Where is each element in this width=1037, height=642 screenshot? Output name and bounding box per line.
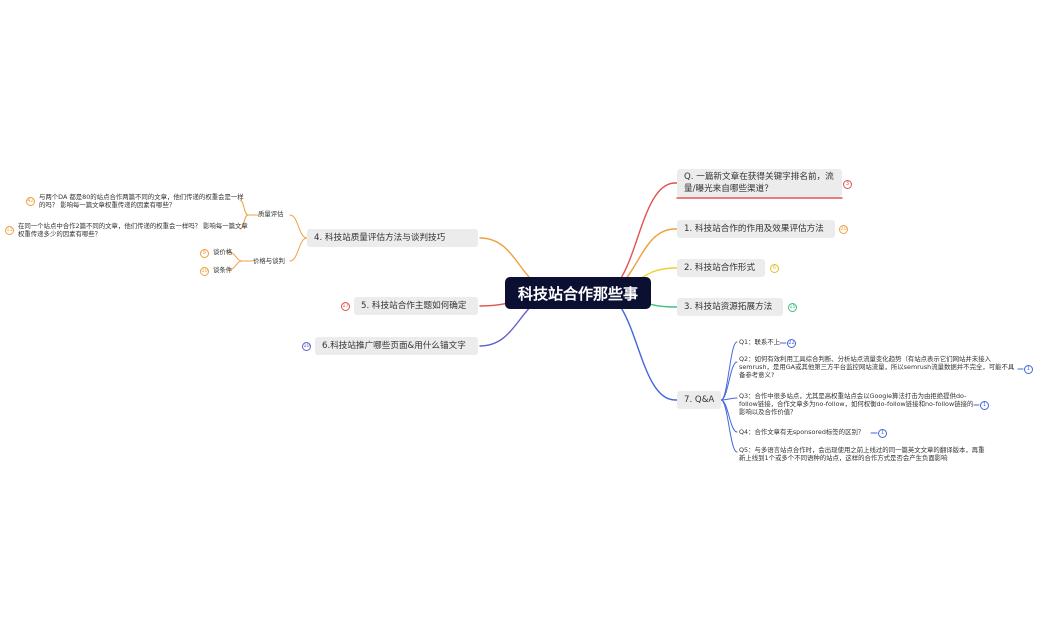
count-badge[interactable]: 17 — [341, 302, 350, 311]
count-badge[interactable]: 1 — [980, 401, 989, 410]
topic-label: 6.科技站推广哪些页面&用什么锚文字 — [322, 341, 466, 351]
sub-line — [289, 237, 308, 262]
count-badge[interactable]: 10 — [302, 342, 311, 351]
leaf-line — [227, 260, 243, 271]
topic-label: 1. 科技站合作的作用及效果评估方法 — [684, 224, 824, 234]
count-badge[interactable]: 22 — [787, 339, 796, 348]
topic-label: 2. 科技站合作形式 — [684, 263, 756, 273]
leaf-same-site-weight[interactable]: 在同一个站点中合作2篇不同的文章，他们传递的权重会一样吗？ 影响每一篇文章权重传… — [18, 222, 248, 239]
qa-line — [720, 399, 738, 453]
topic-label: 5. 科技站合作主题如何确定 — [361, 301, 467, 311]
leaf-line — [239, 199, 249, 216]
topic-label: 4. 科技站质量评估方法与谈判技巧 — [314, 233, 446, 243]
leaf-negotiate-price[interactable]: 谈价格 — [213, 248, 233, 256]
topic-label: Q. 一篇新文章在获得关键字排名前，流量/曝光来自哪些渠道？ — [684, 172, 834, 194]
subtopic-quality-evaluation[interactable]: 质量评估 — [258, 210, 284, 218]
root-node[interactable]: 科技站合作那些事 — [505, 277, 651, 309]
count-badge[interactable]: 6 — [770, 264, 779, 273]
topic-label: 7. Q&A — [684, 395, 715, 405]
qa-item-q2[interactable]: Q2：如何有效利用工具综合判断、分析站点流量变化趋势（有站点表示它们网站并未接入… — [739, 355, 1015, 380]
count-badge[interactable]: 10 — [200, 267, 209, 276]
qa-item-q3[interactable]: Q3：合作中很多站点，尤其是高权重站点会以Google算法打击为由拒绝提供do-… — [739, 392, 974, 417]
root-title: 科技站合作那些事 — [517, 284, 638, 303]
topic-7-qa[interactable]: 7. Q&A — [677, 391, 721, 409]
count-badge[interactable]: 3 — [843, 180, 852, 189]
qa-line — [720, 341, 738, 401]
topic-5-theme-selection[interactable]: 5. 科技站合作主题如何确定 — [354, 297, 478, 315]
topic-6-pages-anchor-text[interactable]: 6.科技站推广哪些页面&用什么锚文字 — [315, 337, 478, 355]
count-badge[interactable]: 15 — [788, 303, 797, 312]
count-badge[interactable]: 20 — [839, 225, 848, 234]
qa-item-q4[interactable]: Q4：合作文章有无sponsored标签的区别？ — [739, 428, 865, 436]
count-badge[interactable]: 8 — [200, 249, 209, 258]
count-badge[interactable]: 42 — [26, 197, 35, 206]
qa-line — [720, 397, 738, 401]
sub-line — [289, 214, 308, 239]
branch-line — [599, 292, 678, 401]
topic-2-cooperation-forms[interactable]: 2. 科技站合作形式 — [677, 259, 765, 277]
topic-q-traffic-channels[interactable]: Q. 一篇新文章在获得关键字排名前，流量/曝光来自哪些渠道？ — [677, 169, 842, 197]
count-badge[interactable]: 1 — [1024, 365, 1033, 374]
topic-3-resource-expansion[interactable]: 3. 科技站资源拓展方法 — [677, 298, 783, 316]
qa-item-q5[interactable]: Q5：与多语言站点合作时，会出现使用之前上线过的同一篇英文文章的翻译版本，再重新… — [739, 446, 985, 463]
subtopic-price-negotiation[interactable]: 价格与谈判 — [253, 257, 285, 265]
qa-item-q1[interactable]: Q1：联系不上 — [739, 338, 781, 346]
topic-1-effect-evaluation[interactable]: 1. 科技站合作的作用及效果评估方法 — [677, 220, 835, 238]
leaf-line — [239, 214, 249, 230]
count-badge[interactable]: 11 — [5, 226, 14, 235]
leaf-negotiate-conditions[interactable]: 谈条件 — [213, 266, 233, 274]
topic-4-quality-negotiation[interactable]: 4. 科技站质量评估方法与谈判技巧 — [307, 229, 478, 247]
qa-line — [720, 361, 738, 401]
count-badge[interactable]: 1 — [878, 429, 887, 438]
leaf-same-da-weight[interactable]: 与两个DA 都是80的站点合作两篇不同的文章，他们传递的权重会是一样的吗？ 影响… — [39, 193, 244, 210]
topic-label: 3. 科技站资源拓展方法 — [684, 302, 773, 312]
